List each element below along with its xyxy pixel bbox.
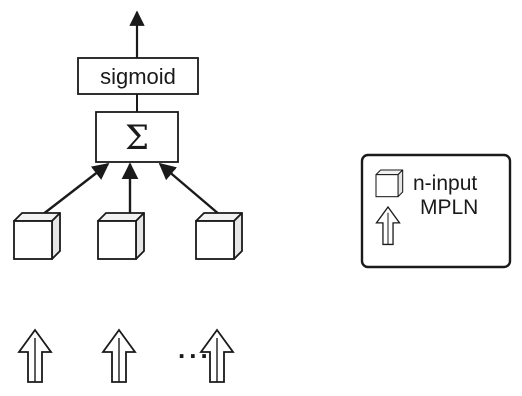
input-arrow-1-icon [18, 329, 52, 383]
legend-cube-icon [375, 169, 404, 198]
mpln-unit-2-icon [97, 212, 145, 260]
sum-symbol: Σ [125, 118, 149, 158]
legend-line-2: MPLN [420, 196, 478, 219]
legend-line-1: n-input [413, 172, 477, 195]
sum-node: Σ [95, 111, 179, 163]
input-arrow-2-icon [102, 329, 136, 383]
mpln-unit-3-icon [195, 212, 243, 260]
cube-3-to-sum-arrow [158, 162, 221, 216]
ellipsis: ... [178, 334, 212, 364]
legend-box: n-input MPLN [360, 153, 512, 269]
cube-1-to-sum-arrow [41, 162, 110, 216]
sigmoid-label: sigmoid [100, 64, 176, 89]
mpln-unit-1-icon [13, 212, 61, 260]
sigmoid-node: sigmoid [77, 57, 199, 95]
